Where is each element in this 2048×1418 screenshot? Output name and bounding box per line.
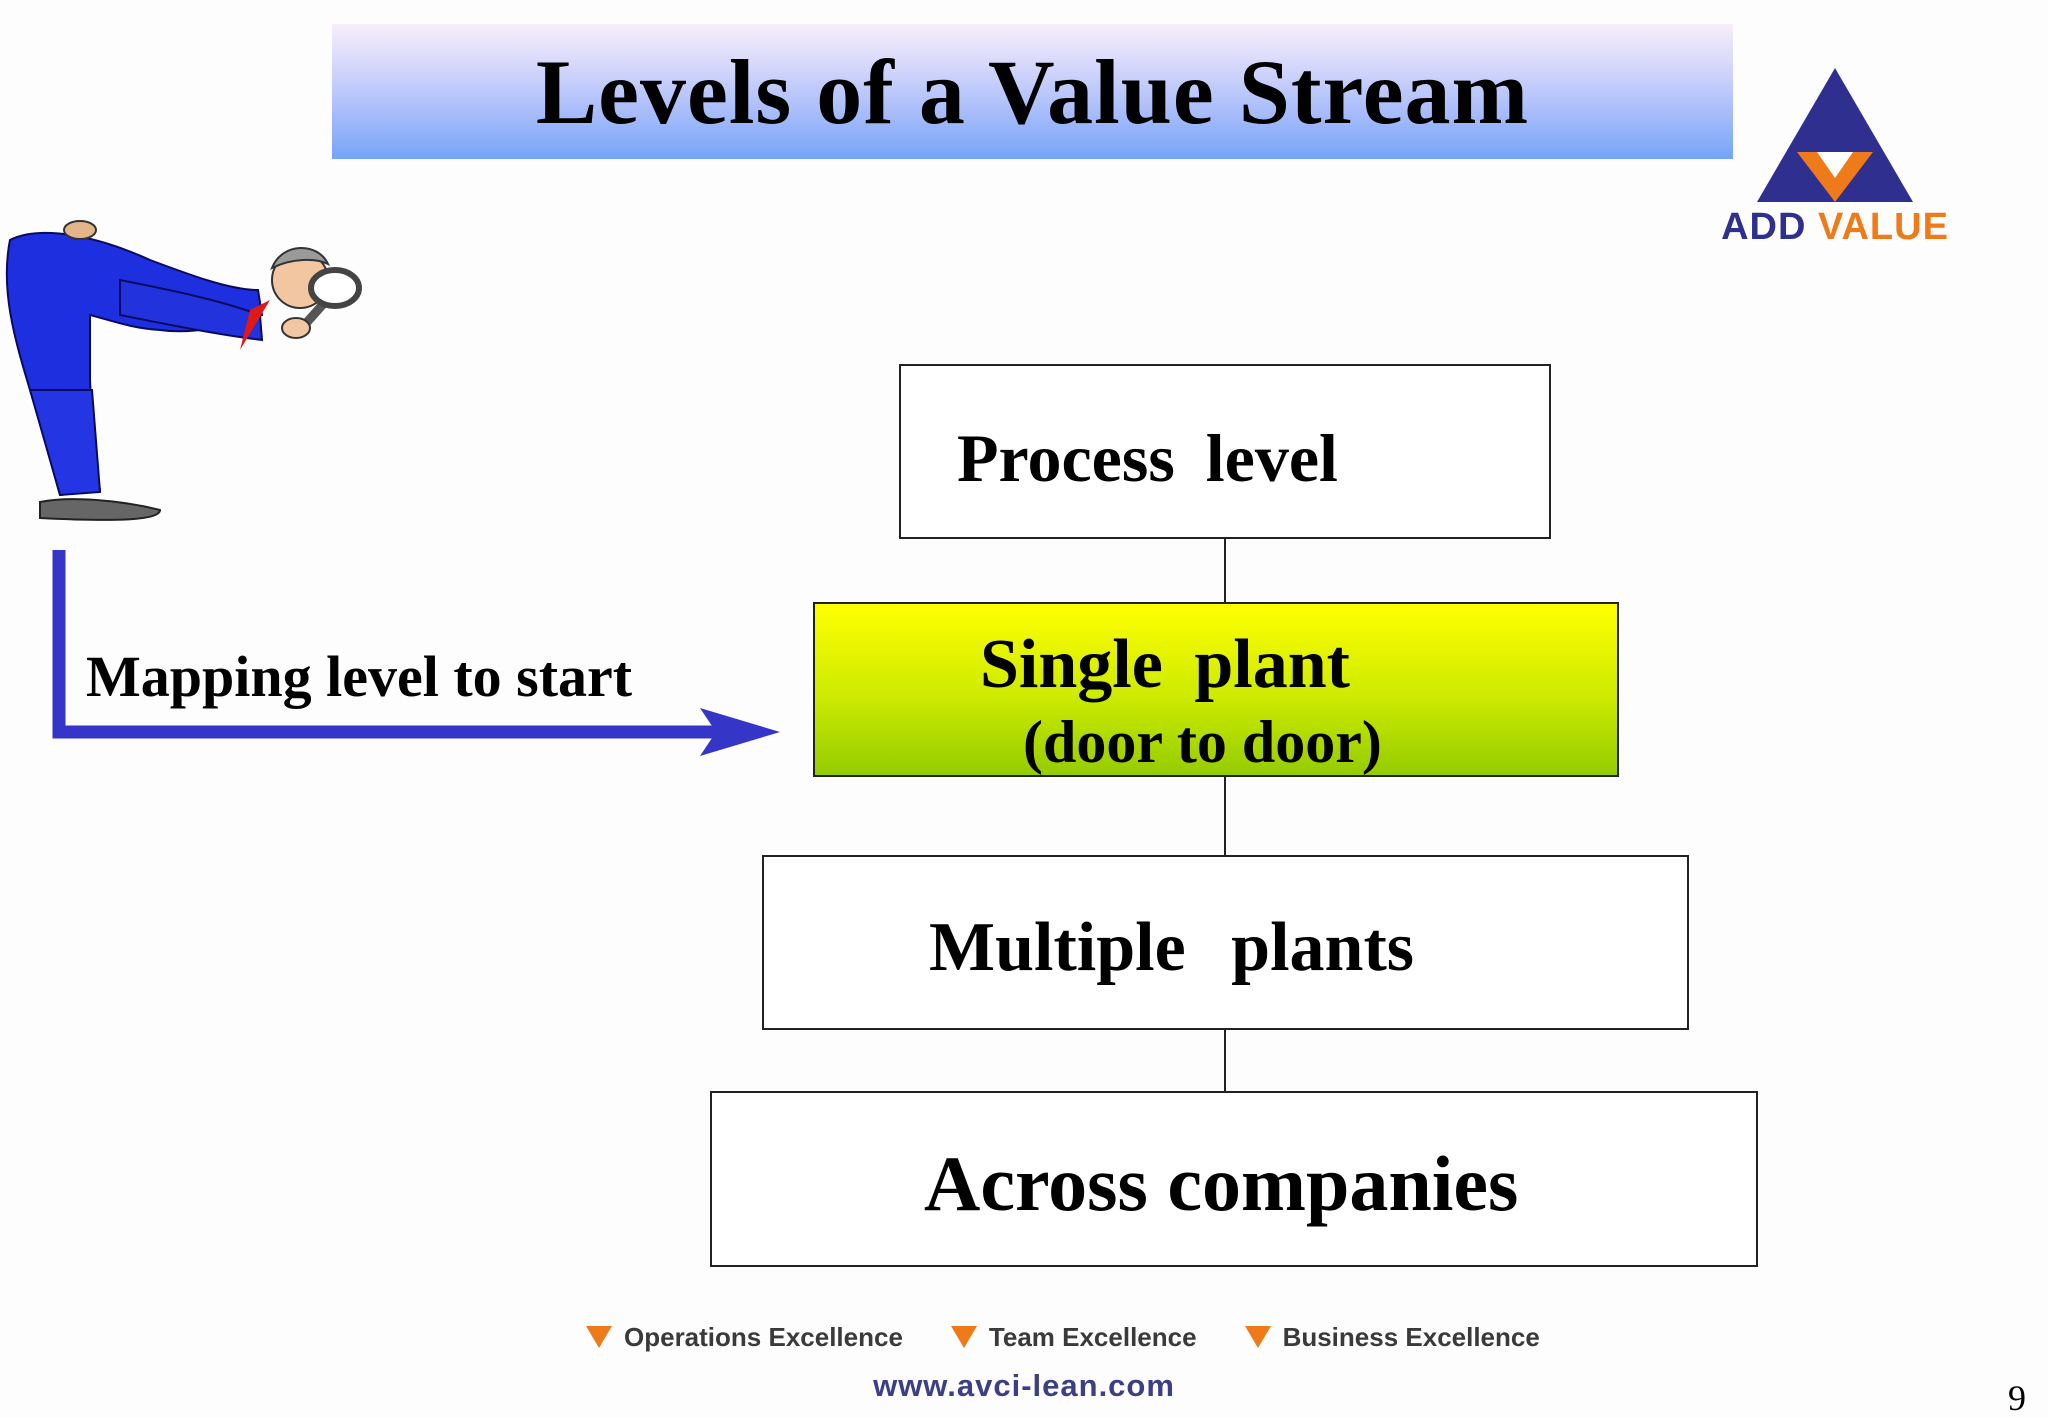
level-box-multiple-plants: Multiple plants [762, 855, 1689, 1030]
add-value-logo [1757, 68, 1913, 202]
title-banner: Levels of a Value Stream [332, 24, 1733, 159]
level-label: Across companies [924, 1140, 1519, 1227]
footer-tag-label: Operations Excellence [624, 1322, 903, 1352]
start-arrow-label: Mapping level to start [86, 644, 633, 709]
page-number: 9 [2008, 1378, 2026, 1418]
orange-triangle-icon [586, 1326, 612, 1348]
footer-tags: Operations Excellence Team Excellence Bu… [586, 1324, 1540, 1350]
orange-triangle-icon [950, 1326, 977, 1348]
level-box-process: Process level [899, 364, 1551, 539]
logo-text: ADD VALUE [1665, 208, 2005, 246]
footer-tag: Business Excellence [1244, 1322, 1540, 1352]
connector-line [1224, 539, 1226, 602]
level-box-across-companies: Across companies [710, 1091, 1758, 1267]
footer-tag: Operations Excellence [586, 1324, 903, 1350]
connector-line [1224, 777, 1226, 855]
level-sublabel: (door to door) [1023, 709, 1382, 775]
level-label: Process level [957, 420, 1338, 496]
level-label: Single plant [980, 626, 1350, 703]
footer-tag-label: Business Excellence [1282, 1322, 1540, 1352]
orange-triangle-icon [1244, 1326, 1271, 1348]
logo-word-value: VALUE [1817, 206, 1949, 248]
start-arrow-icon [52, 550, 780, 756]
logo-triangle-icon [1757, 68, 1913, 202]
logo-word-add: ADD [1721, 206, 1807, 248]
level-box-single-plant: Single plant (door to door) [813, 602, 1619, 777]
connector-line [1224, 1030, 1226, 1091]
level-label: Multiple plants [929, 909, 1415, 986]
page-title: Levels of a Value Stream [535, 40, 1530, 143]
footer-tag: Team Excellence [950, 1322, 1197, 1352]
footer-tag-label: Team Excellence [988, 1322, 1197, 1352]
footer-url: www.avci-lean.com [873, 1368, 1175, 1403]
man-with-magnifier-icon [5, 220, 362, 521]
